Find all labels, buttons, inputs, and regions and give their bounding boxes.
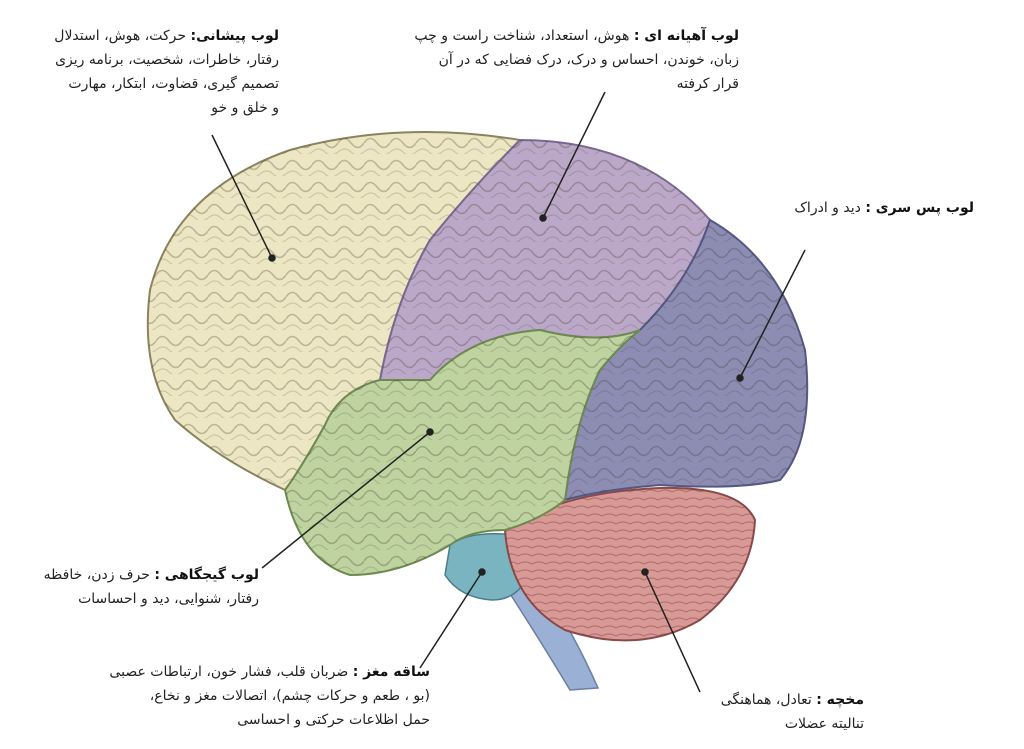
frontal-leader-line xyxy=(211,134,273,259)
cerebellum-leader-line xyxy=(644,571,701,693)
parietal-leader-line xyxy=(542,91,606,219)
cerebellum-title: مخچه : xyxy=(816,692,864,708)
temporal-leader-line xyxy=(261,431,431,569)
occipital-leader-line xyxy=(739,249,806,379)
cerebellum-label: مخچه : تعادل، هماهنگی تنالیته عضلات xyxy=(721,688,864,736)
parietal-lobe-line1: هوش، استعداد، شناخت راست و چپ xyxy=(414,28,630,44)
temporal-lobe-line2: رفتار، شنوایی، دید و احساسات xyxy=(78,591,259,607)
frontal-leader-dot xyxy=(268,254,276,262)
occipital-lobe-line1: دید و ادراک xyxy=(794,200,861,216)
parietal-lobe-line2: زبان، خوندن، احساس و درک، درک فضایی که د… xyxy=(438,52,739,68)
frontal-lobe-line2: رفتار، خاطرات، شخصیت، برنامه ریزی xyxy=(55,52,279,68)
cerebellum-line1: تعادل، هماهنگی xyxy=(720,692,812,708)
temporal-lobe-label: لوب گیجگاهی : حرف زدن، خافظه رفتار، شنوا… xyxy=(44,563,259,611)
frontal-lobe-line3: تصمیم گیری، قضاوت، ابتکار، مهارت xyxy=(68,76,279,92)
brainstem-line3: حمل اظلاعات حرکتی و احساسی xyxy=(237,712,430,728)
occipital-lobe-title: لوب پس سری : xyxy=(865,200,974,216)
frontal-lobe-label: لوب پیشانی: حرکت، هوش، استدلال رفتار، خا… xyxy=(54,24,279,120)
brainstem-leader-dot xyxy=(478,568,486,576)
parietal-lobe-title: لوب آهیانه ای : xyxy=(633,28,739,44)
occipital-lobe-label: لوب پس سری : دید و ادراک xyxy=(794,196,974,220)
brainstem-title: ساقه مغز : xyxy=(352,664,430,680)
temporal-lobe-title: لوب گیجگاهی : xyxy=(154,567,259,583)
brainstem-leader-line xyxy=(419,571,483,669)
frontal-lobe-title: لوب پیشانی: xyxy=(190,28,279,44)
brainstem-line1: ضربان قلب، فشار خون، ارتباطات عصبی xyxy=(109,664,349,680)
frontal-lobe-line1: حرکت، هوش، استدلال xyxy=(54,28,187,44)
cerebellum-leader-dot xyxy=(641,568,649,576)
temporal-lobe-line1: حرف زدن، خافظه xyxy=(43,567,150,583)
brainstem-line2: (بو ، طعم و حرکات چشم)، اتصالات مغز و نخ… xyxy=(149,688,430,704)
parietal-lobe-line3: قرار کرفته xyxy=(676,76,739,92)
parietal-lobe-label: لوب آهیانه ای : هوش، استعداد، شناخت راست… xyxy=(414,24,739,96)
occipital-leader-dot xyxy=(736,374,744,382)
frontal-lobe-line4: و خلق و خو xyxy=(211,100,279,116)
brainstem-label: ساقه مغز : ضربان قلب، فشار خون، ارتباطات… xyxy=(109,660,430,732)
parietal-leader-dot xyxy=(539,214,547,222)
temporal-leader-dot xyxy=(426,428,434,436)
cerebellum-line2: تنالیته عضلات xyxy=(784,716,864,732)
